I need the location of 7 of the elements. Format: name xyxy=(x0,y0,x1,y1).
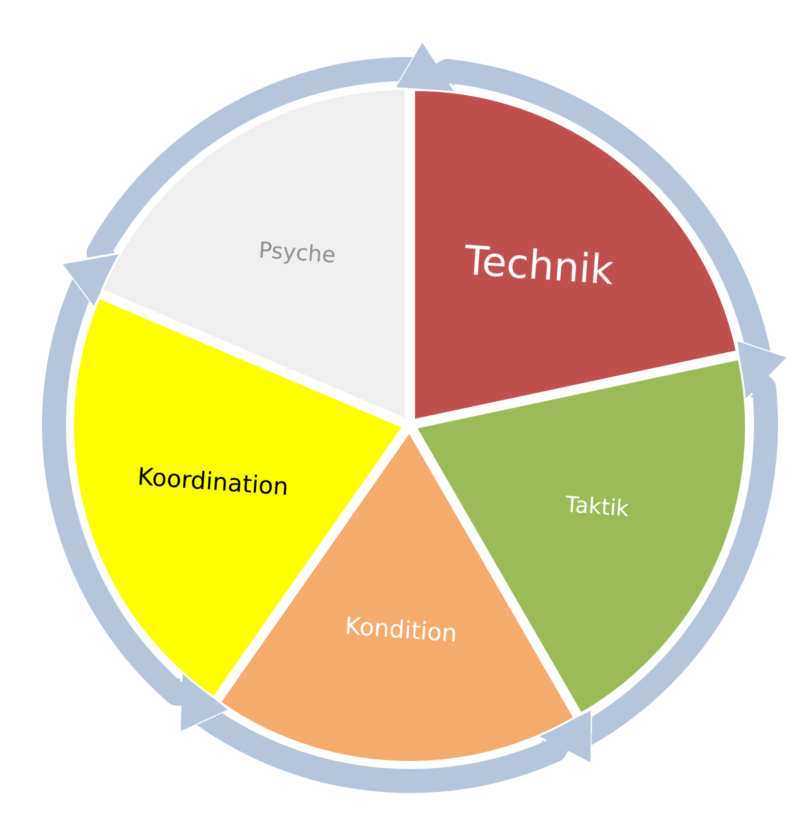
segment-label: Koordination xyxy=(136,463,290,500)
segment-label: Kondition xyxy=(344,612,458,647)
segment-label: Psyche xyxy=(258,239,336,269)
pie-segment xyxy=(102,89,406,420)
segment-label: Taktik xyxy=(564,494,630,523)
segment-label: Technik xyxy=(463,238,615,293)
pie-segment xyxy=(414,90,738,420)
